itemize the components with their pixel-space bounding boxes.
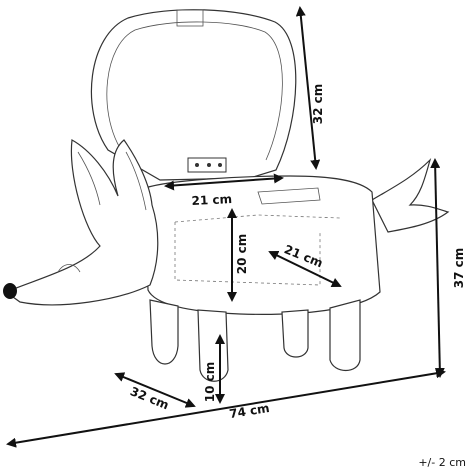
open-lid xyxy=(90,9,297,181)
hinge xyxy=(187,157,227,173)
seat-width-arrow xyxy=(164,173,284,191)
inner-depth-arrow xyxy=(268,250,342,288)
total-height-arrow xyxy=(430,158,445,378)
lid-height-label: 32 cm xyxy=(311,84,325,125)
length-arrow xyxy=(6,368,446,448)
leg-height-label: 10 cm xyxy=(203,362,217,403)
stool-legs xyxy=(149,299,361,382)
fox-eye-icon xyxy=(57,264,81,273)
tolerance-note: +/- 2 cm xyxy=(418,456,466,469)
fox-nose-icon xyxy=(3,283,17,299)
fox-tail xyxy=(371,157,450,233)
length-label: 74 cm xyxy=(228,401,270,421)
total-height-label: 37 cm xyxy=(452,248,466,289)
inner-height-label: 20 cm xyxy=(235,234,249,275)
fox-head xyxy=(3,139,159,306)
lid-height-arrow xyxy=(295,6,321,170)
lid-tag xyxy=(176,9,204,27)
seat-width-label: 21 cm xyxy=(191,192,232,208)
stool-body xyxy=(144,175,381,315)
